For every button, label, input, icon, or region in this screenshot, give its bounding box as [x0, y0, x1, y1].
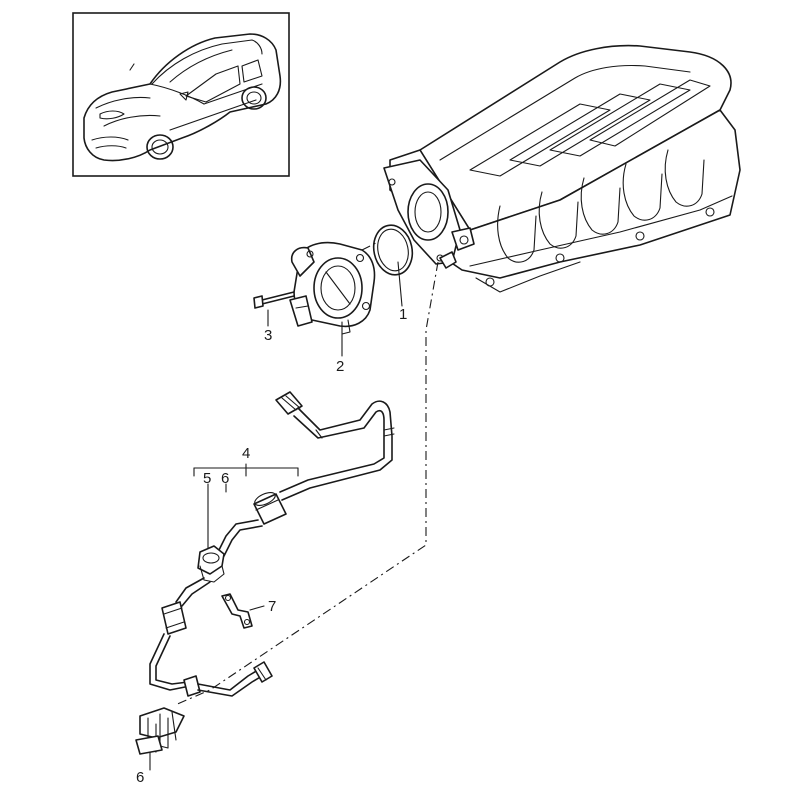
car-icon	[83, 33, 282, 162]
callout-2: 2	[336, 358, 344, 375]
vehicle-inset	[72, 12, 290, 177]
hose-clip	[135, 707, 185, 755]
callout-leaders	[149, 261, 403, 771]
intake-manifold-icon	[383, 44, 741, 293]
callout-labels: 1 2 3 4 5 6 7 6	[136, 306, 407, 786]
o-ring	[372, 224, 414, 276]
callout-3: 3	[264, 327, 272, 344]
vent-hose-assembly	[149, 391, 395, 697]
callout-7: 7	[268, 598, 276, 615]
callout-4: 4	[242, 445, 250, 462]
bracket	[221, 593, 253, 629]
callout-5: 5	[203, 470, 211, 487]
callout-6-lower: 6	[136, 769, 144, 786]
bolt	[253, 291, 295, 309]
assembly-guide-lines	[174, 241, 439, 706]
callout-6-upper: 6	[221, 470, 229, 487]
throttle-body-icon	[289, 241, 376, 335]
callout-1: 1	[399, 306, 407, 323]
